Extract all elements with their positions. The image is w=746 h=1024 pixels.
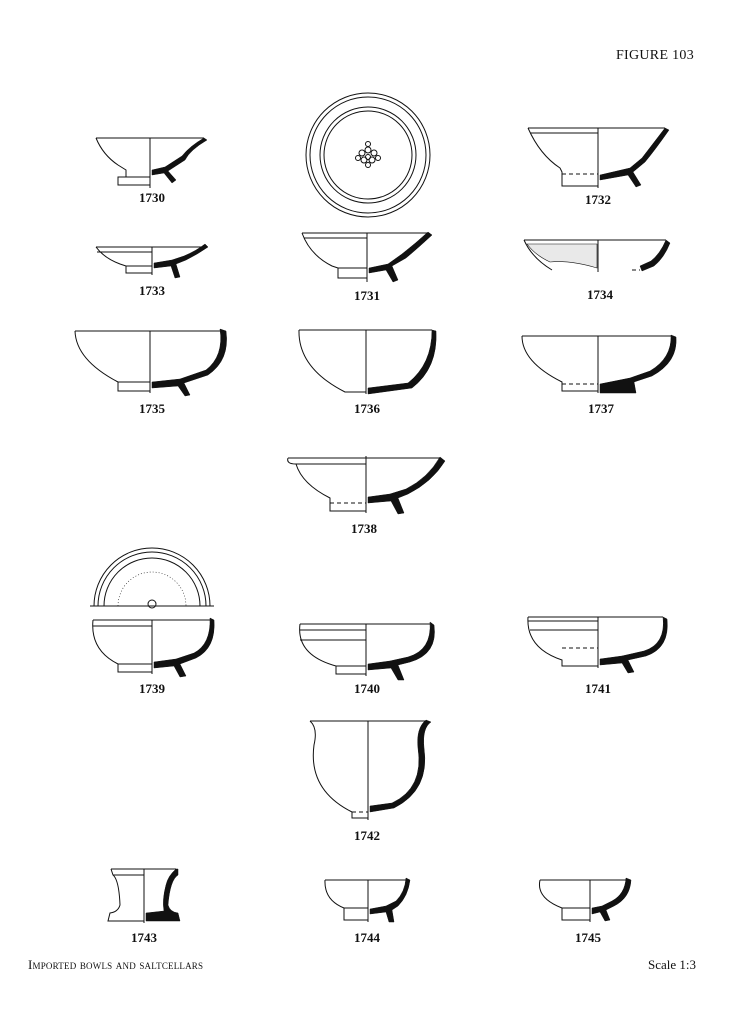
vessel-drawing-1739 [92,617,215,678]
vessel-drawing-1739-top [90,547,214,609]
vessel-number-1743: 1743 [131,930,157,945]
vessel-drawing-1740 [299,621,435,681]
vessel-number-1744: 1744 [354,930,380,945]
vessel-drawing-1738 [287,456,446,515]
vessel-number-1733: 1733 [139,283,165,298]
vessel-number-1741: 1741 [585,681,611,696]
vessel-drawing-1735 [74,328,227,397]
vessel-drawing-1744 [324,877,411,923]
vessel-drawing-1742 [309,719,432,820]
vessel-drawing-1741 [527,616,668,674]
vessel-number-1732: 1732 [585,192,611,207]
vessel-number-1740: 1740 [354,681,380,696]
vessel-drawing-1733 [95,243,209,279]
vessel-number-1730: 1730 [139,190,165,205]
scale-note: Scale 1:3 [647,957,696,972]
vessel-number-1739: 1739 [139,681,165,696]
vessel-drawing-1737 [521,334,677,394]
vessel-number-1745: 1745 [575,930,601,945]
vessel-drawing-1730 [95,137,208,188]
vessel-number-1737: 1737 [588,401,614,416]
vessel-number-1742: 1742 [354,828,380,843]
vessel-number-1734: 1734 [587,287,613,302]
figure-caption: Imported bowls and saltcellars [28,957,204,972]
vessel-number-1731: 1731 [354,288,380,303]
vessel-drawing-1736 [298,329,437,395]
vessel-drawing-1743 [107,868,181,923]
vessel-drawing-1731 [301,231,433,283]
vessel-drawing-1734 [523,239,671,272]
vessel-number-1736: 1736 [354,401,380,416]
vessel-drawing-1732 [527,127,670,188]
figure-label: FIGURE 103 [615,48,694,63]
vessel-drawing-1731-top [305,92,431,218]
vessel-drawing-1745 [538,877,632,922]
vessel-number-1738: 1738 [351,521,377,536]
vessel-number-1735: 1735 [139,401,165,416]
